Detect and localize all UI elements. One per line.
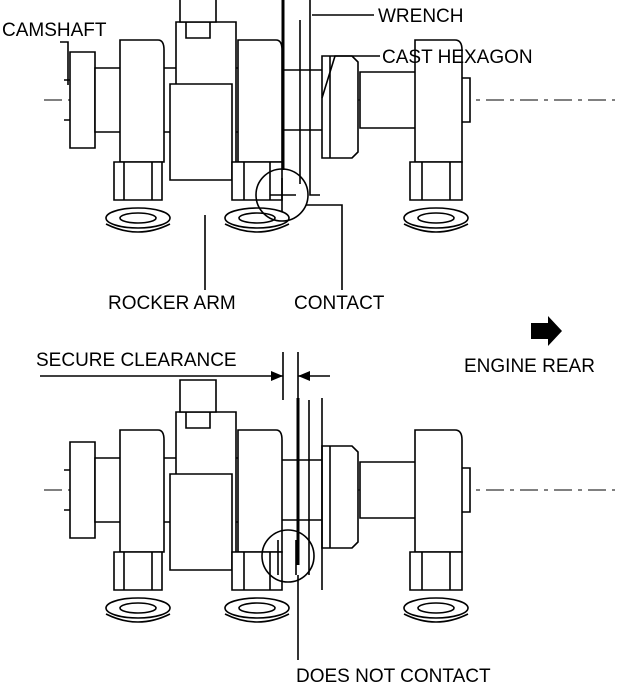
top-wrench: [281, 0, 320, 196]
cast-hexagon-label: CAST HEXAGON: [382, 47, 533, 68]
clearance-dimension: [40, 352, 330, 400]
contact-leader: [306, 204, 343, 290]
wrench-label: WRENCH: [378, 6, 464, 27]
camshaft-label: CAMSHAFT: [2, 20, 107, 41]
rocker-arm-label: ROCKER ARM: [108, 293, 236, 314]
does-not-contact-label: DOES NOT CONTACT: [296, 666, 491, 687]
top-contact-circle: [255, 168, 309, 222]
contact-label: CONTACT: [294, 293, 385, 314]
cast-hexagon-leader: [321, 55, 380, 99]
top-camshaft-assembly: [43, 0, 616, 233]
arrow-right-icon: [531, 316, 562, 346]
camshaft-leader: [60, 41, 69, 85]
engine-rear-label: ENGINE REAR: [464, 356, 595, 377]
secure-clearance-label: SECURE CLEARANCE: [36, 350, 237, 371]
bottom-clearance-circle: [261, 529, 315, 583]
bottom-camshaft-assembly: [43, 379, 616, 623]
bottom-wrench: [296, 398, 323, 590]
